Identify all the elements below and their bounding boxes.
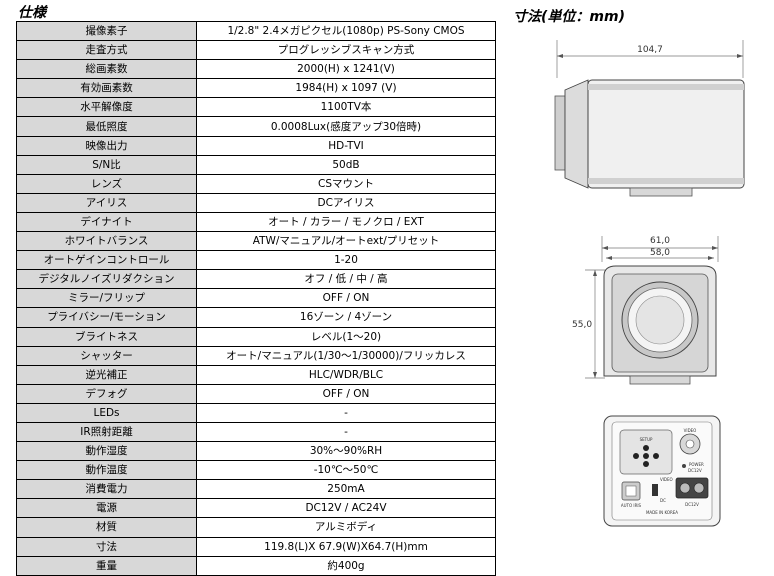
spec-label: デイナイト [16,211,197,233]
spec-label: IR照射距離 [16,421,197,443]
spec-value: HD-TVI [196,135,496,156]
setup-label: SETUP [640,437,653,442]
spec-value: オート / カラー / モノクロ / EXT [196,211,496,233]
spec-label: ブライトネス [16,326,197,347]
front-view: 61,0 58,0 55,0 [572,236,719,385]
dc-label: DC [660,498,666,503]
spec-value: 1/2.8" 2.4メガピクセル(1080p) PS-Sony CMOS [196,20,496,42]
spec-title: 仕様 [18,5,46,21]
spec-value: DCアイリス [196,192,496,213]
dimension-title: 寸法(単位：mm) [513,9,625,25]
spec-row: デイナイトオート / カラー / モノクロ / EXT [16,211,496,233]
rear-view: SETUP VIDEO POWER DC12V AUTO IRIS VIDEO … [603,415,721,527]
power-voltage-label: DC12V [688,468,702,473]
made-in-label: MADE IN KOREA [646,510,678,515]
spec-label: 寸法 [16,536,197,557]
spec-label: 逆光補正 [16,364,197,385]
video-label: VIDEO [684,428,697,433]
spec-label: 水平解像度 [16,97,197,118]
side-view: 104,7 [554,40,745,197]
width-inner-dimension: 58,0 [650,248,670,258]
spec-row: デジタルノイズリダクションオフ / 低 / 中 / 高 [16,269,496,290]
spec-label: レンズ [16,173,197,194]
length-dimension: 104,7 [637,45,663,55]
spec-label: 総画素数 [16,59,197,80]
spec-value: 0.0008Lux(感度アップ30倍時) [196,116,496,137]
spec-label: 映像出力 [16,135,197,156]
spec-row: IR照射距離- [16,421,496,443]
spec-row: 材質アルミボディ [16,517,496,538]
dimension-drawings: 104,7 61,0 58,0 55,0 [554,40,745,527]
spec-label: 動作湿度 [16,441,197,462]
spec-label: S/N比 [16,154,197,175]
power-label: POWER [689,462,704,467]
spec-value: 50dB [196,154,496,175]
spec-value: CSマウント [196,173,496,194]
spec-label: 電源 [16,498,197,519]
spec-value: ATW/マニュアル/オートext/プリセット [196,231,496,252]
height-dimension: 55,0 [572,320,592,330]
spec-label: 材質 [16,517,197,538]
width-outer-dimension: 61,0 [650,236,670,246]
video-out-label: VIDEO [660,477,673,482]
dc-in-label: DC12V [685,502,699,507]
spec-label: 最低照度 [16,116,197,137]
spec-label: 走査方式 [16,40,197,61]
spec-label: ホワイトバランス [16,231,197,252]
spec-label: 重量 [16,555,197,576]
spec-value: アルミボディ [196,517,496,538]
spec-label: アイリス [16,192,197,213]
spec-label: 撮像素子 [16,20,197,42]
auto-iris-label: AUTO IRIS [621,503,642,508]
spec-label: シャッター [16,345,197,366]
spec-value: 約400g [196,555,496,576]
spec-row: 重量約400g [16,555,496,576]
